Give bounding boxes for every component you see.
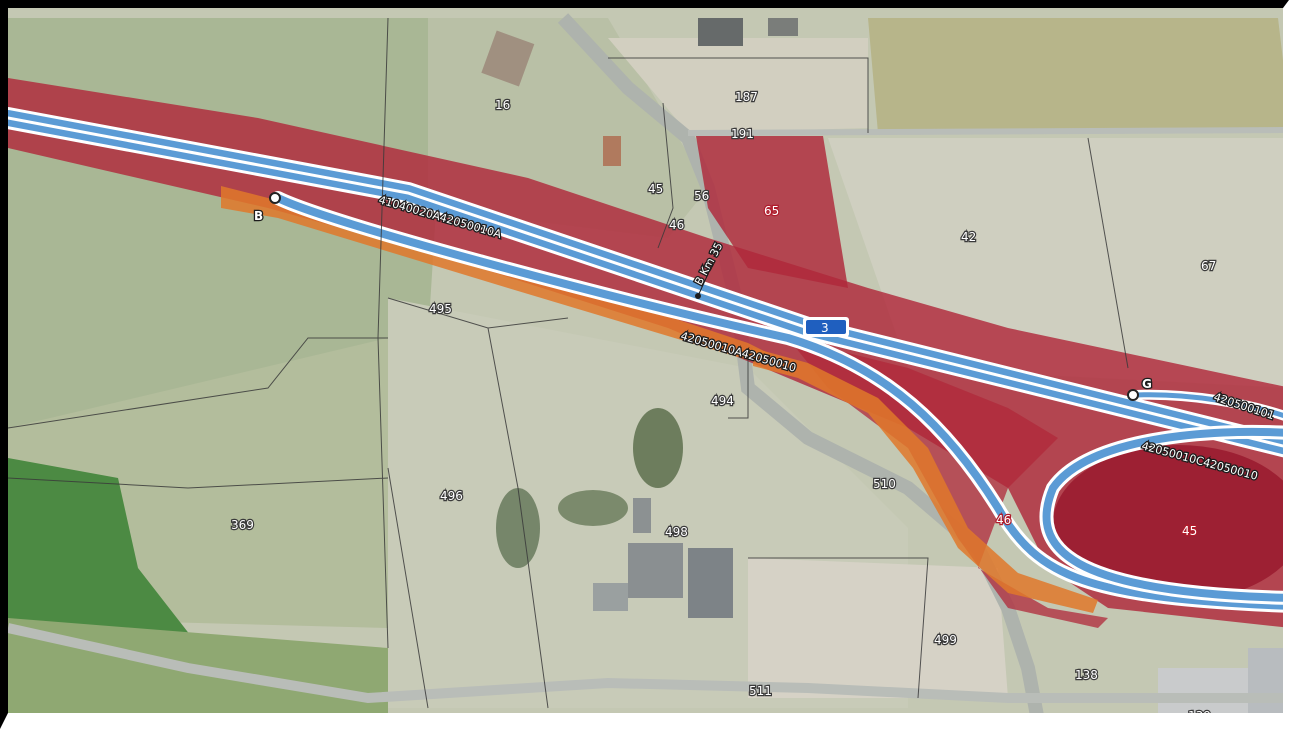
parcel-label: 42 — [961, 230, 976, 244]
parcel-label: 510 — [873, 477, 896, 491]
building — [1248, 648, 1283, 713]
building — [481, 30, 535, 87]
km-marker-stem — [697, 262, 714, 297]
parcel-label: 16 — [495, 98, 510, 112]
parcel-label: 499 — [934, 633, 957, 647]
parcel-boundaries — [8, 17, 1129, 709]
field-499 — [748, 558, 1008, 698]
tree-clump — [633, 408, 683, 488]
parcel-label: 45 — [1182, 524, 1197, 538]
parcel-label: 56 — [694, 189, 709, 203]
parcel-65-zone — [696, 136, 848, 288]
route-point-g-label: G — [1142, 377, 1152, 391]
parcel-label: 187 — [735, 90, 758, 104]
route-point-b-icon[interactable] — [269, 192, 281, 204]
verge-ramp — [753, 348, 1098, 613]
parcel-label: 45 — [648, 182, 663, 196]
tree-clump — [496, 488, 540, 568]
highway-lanes — [8, 107, 1283, 613]
gravel-road — [687, 127, 1283, 136]
parcel-label: 46 — [669, 218, 684, 232]
parking-lot — [1158, 668, 1248, 713]
route-shield-icon[interactable]: 3 — [803, 317, 849, 337]
route-point-g-icon[interactable] — [1127, 389, 1139, 401]
tree-clump — [558, 490, 628, 526]
km-marker-dot[interactable] — [695, 293, 701, 299]
loop-zone — [1053, 445, 1283, 601]
route-shield-label: 3 — [821, 321, 829, 335]
parcel-label: 511 — [749, 684, 772, 698]
parcel-label: 138 — [1075, 668, 1098, 682]
building — [688, 548, 733, 618]
field-top-middle — [608, 38, 868, 133]
building — [633, 498, 651, 533]
route-point-b-label: B — [254, 209, 263, 223]
building — [698, 18, 743, 46]
parcel-label: 495 — [429, 302, 452, 316]
building — [593, 583, 628, 611]
parcel-label: 139 — [1188, 709, 1211, 721]
crop-field — [868, 18, 1283, 133]
building — [628, 543, 683, 598]
building — [768, 18, 798, 36]
gravel-road — [8, 623, 1283, 704]
building — [603, 136, 621, 166]
parcel-label: 369 — [231, 518, 254, 532]
parcel-label: 498 — [665, 525, 688, 539]
parcel-label: 46 — [996, 513, 1011, 527]
map-canvas[interactable]: 16 187 191 45 56 46 65 42 67 1 495 494 4… — [8, 8, 1289, 721]
parcel-label: 494 — [711, 394, 734, 408]
parcel-label: 67 — [1201, 259, 1216, 273]
parcel-label: 191 — [731, 127, 754, 141]
parcel-label: 496 — [440, 489, 463, 503]
parcel-label: 65 — [764, 204, 779, 218]
parcel-label: 1 — [1283, 147, 1289, 161]
